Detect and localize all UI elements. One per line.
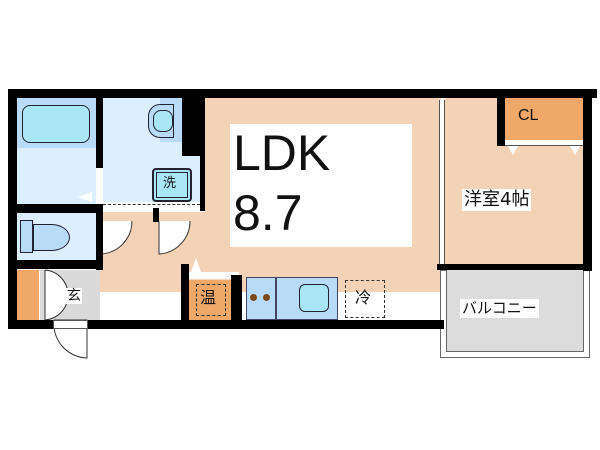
exterior-wall-bottom: [8, 320, 444, 329]
washer-pan: [152, 168, 192, 202]
wall: [181, 264, 189, 320]
refrigerator-label: 冷: [355, 288, 372, 307]
closet-label: CL: [518, 107, 539, 124]
water-heater-arrow-icon: [191, 258, 201, 272]
closet-door: [505, 140, 583, 146]
wall: [200, 98, 205, 211]
ldk-label-box: [230, 124, 412, 247]
refrigerator-space: [345, 280, 385, 318]
water-heater-frame: [196, 284, 226, 316]
bathroom-door-icon: [78, 192, 92, 202]
wall: [96, 213, 103, 270]
entrance-label: 玄: [66, 288, 82, 304]
wall: [153, 208, 159, 222]
closet-door-arrow-icon: [570, 146, 580, 155]
entrance-door-gap: [53, 320, 88, 329]
stove-burner-icon: [250, 294, 257, 301]
wall: [17, 260, 103, 269]
wall: [96, 98, 103, 168]
western-room-label: 洋室4帖: [462, 189, 532, 211]
wall: [17, 204, 103, 213]
wall: [231, 275, 242, 320]
wall: [182, 98, 205, 156]
toilet-bowl: [33, 224, 70, 251]
sliding-door: [439, 100, 445, 266]
water-heater-label: 温: [200, 288, 217, 307]
toilet-door-swing-icon: [100, 220, 133, 255]
shoe-closet: [17, 270, 39, 320]
exterior-wall-top: [8, 89, 597, 98]
bathtub: [22, 105, 90, 143]
balcony-label: バルコニー: [460, 299, 539, 318]
stove-burner-icon: [263, 294, 270, 301]
exterior-wall-left: [8, 89, 17, 329]
closet-door-arrow-icon: [508, 146, 518, 155]
sink-bowl: [299, 284, 329, 312]
ldk-label: LDK: [233, 125, 331, 181]
wall: [497, 98, 505, 146]
washroom-door-icon: [103, 204, 200, 208]
washbasin-bowl: [153, 110, 173, 132]
water-heater-top: [189, 272, 239, 279]
wall: [437, 264, 590, 270]
toilet-tank: [20, 220, 33, 253]
washer-label: 洗: [163, 176, 177, 191]
closet: [505, 98, 583, 140]
exterior-wall-right: [583, 89, 592, 271]
ldk-size: 8.7: [233, 185, 303, 241]
ldk-door-swing-icon: [158, 220, 191, 255]
